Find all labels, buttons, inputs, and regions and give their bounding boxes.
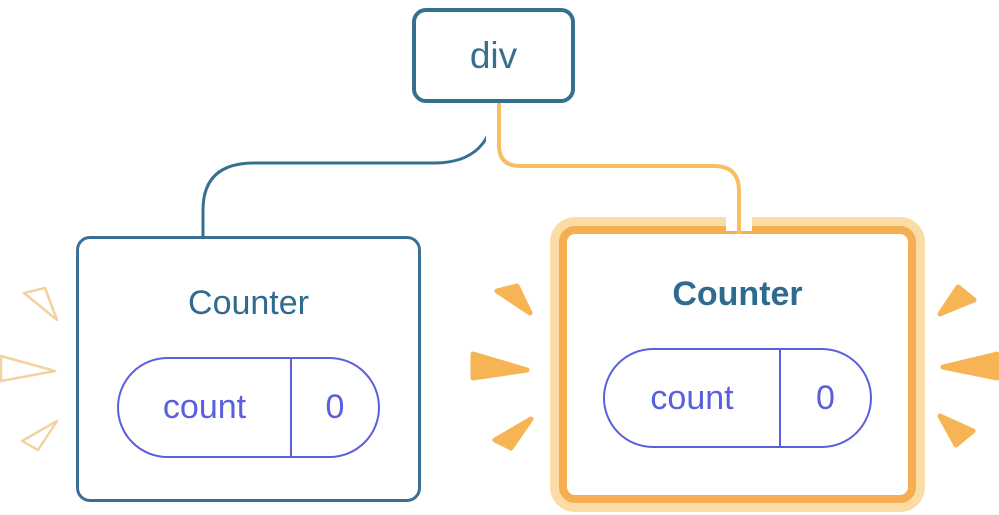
- counter-card-left-title: Counter: [188, 284, 309, 322]
- counter-card-right-highlighted: Counter count 0: [559, 226, 916, 503]
- root-node-div: div: [412, 8, 575, 103]
- root-node-label: div: [469, 35, 518, 76]
- state-pill-left-key: count: [119, 359, 292, 456]
- burst-right-amber-icon: [937, 284, 999, 448]
- counter-card-left: Counter count 0: [76, 236, 421, 502]
- connector-highlight-line: [497, 103, 741, 234]
- state-pill-right: count 0: [603, 348, 872, 448]
- burst-left-white-icon: [0, 286, 59, 452]
- state-pill-right-key: count: [605, 350, 781, 446]
- connector-blue-line: [201, 103, 496, 239]
- state-pill-right-value: 0: [816, 378, 835, 417]
- state-pill-left-value: 0: [325, 388, 345, 426]
- burst-middle-amber-icon: [470, 283, 534, 451]
- state-pill-left: count 0: [117, 357, 380, 458]
- counter-card-right-title: Counter: [672, 275, 803, 313]
- connector-highlight-tube: [486, 103, 752, 231]
